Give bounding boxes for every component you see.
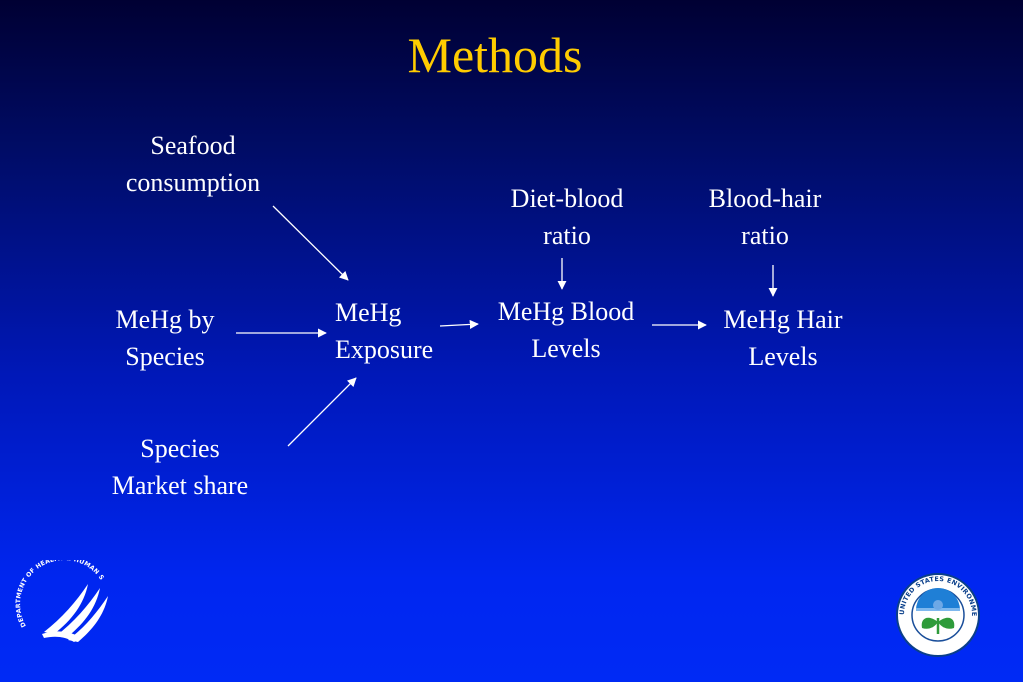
node-line: Seafood (150, 131, 236, 160)
node-seafood-consumption: Seafood consumption (110, 127, 276, 201)
node-line: ratio (741, 221, 789, 250)
node-line: MeHg Blood (497, 297, 635, 326)
node-mehg-exposure: MeHg Exposure (335, 294, 455, 368)
node-mehg-hair-levels: MeHg Hair Levels (704, 301, 862, 375)
node-line: Levels (748, 342, 818, 371)
node-diet-blood-ratio: Diet-blood ratio (492, 180, 642, 254)
node-species-market-share: Species Market share (92, 430, 268, 504)
node-blood-hair-ratio: Blood-hair ratio (690, 180, 840, 254)
node-line: MeHg (335, 298, 402, 327)
node-line: consumption (125, 168, 261, 197)
node-line: ratio (543, 221, 591, 250)
node-line: MeHg Hair (723, 305, 843, 334)
arrow-exposure-to-blood (439, 319, 479, 329)
arrow-seafood-to-exposure (272, 205, 349, 281)
node-mehg-by-species: MeHg by Species (100, 301, 230, 375)
node-mehg-blood-levels: MeHg Blood Levels (482, 293, 650, 367)
node-line: Market share (111, 471, 249, 500)
node-line: Exposure (335, 335, 434, 364)
slide-title: Methods (407, 27, 583, 83)
node-line: Blood-hair (708, 184, 822, 213)
node-line: Species (140, 434, 220, 463)
node-line: Levels (531, 334, 601, 363)
hhs-eagle-seal-icon: DEPARTMENT OF HEALTH & HUMAN SERVICES US… (14, 560, 108, 642)
node-line: MeHg by (115, 305, 215, 334)
arrow-market-share-to-exposure (287, 377, 357, 447)
epa-seal-icon: UNITED STATES ENVIRONMENTAL PROTECTION A… (890, 572, 980, 657)
node-line: Diet-blood (510, 184, 624, 213)
node-line: Species (125, 342, 205, 371)
